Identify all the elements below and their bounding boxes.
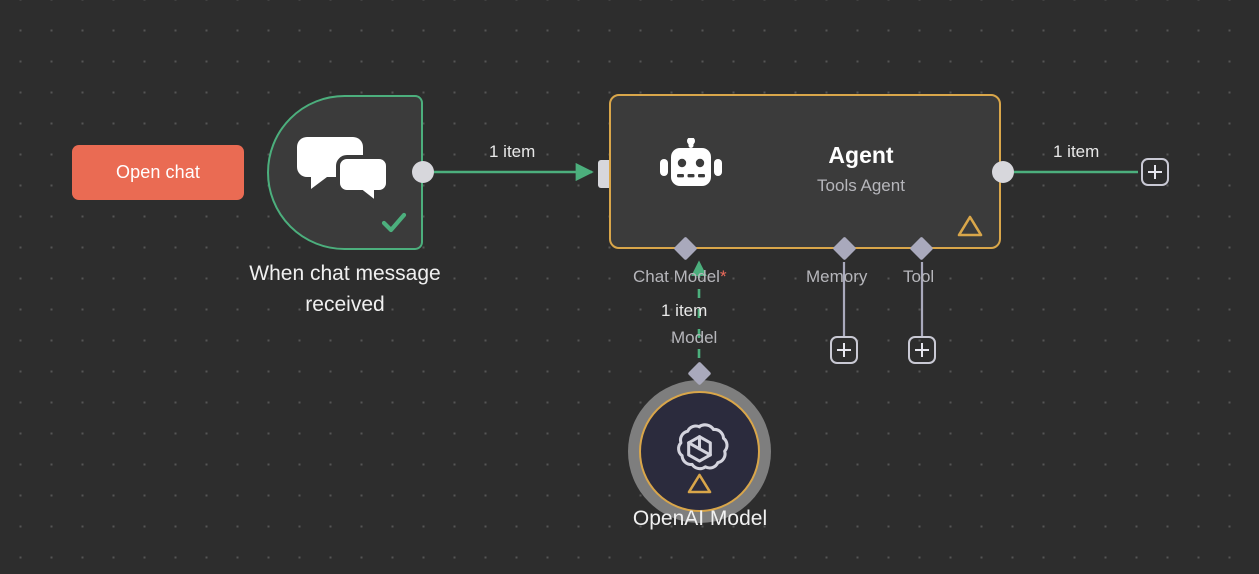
label-memory: Memory — [806, 267, 868, 286]
add-node-button[interactable] — [1141, 158, 1169, 186]
node-openai-model[interactable] — [639, 391, 760, 512]
node-when-chat-message-received[interactable] — [267, 95, 423, 250]
trigger-label-line2: received — [305, 293, 385, 316]
add-tool-button[interactable] — [908, 336, 936, 364]
trigger-label-line1: When chat message — [249, 262, 441, 285]
agent-subtitle: Tools Agent — [817, 176, 905, 195]
warning-triangle-icon — [957, 215, 983, 237]
label-tool: Tool — [903, 267, 935, 286]
wire-label-model-items: 1 item — [661, 301, 708, 320]
chat-bubbles-icon — [297, 137, 389, 203]
wire-label-trigger-to-agent: 1 item — [489, 142, 536, 161]
agent-title: Agent — [828, 142, 894, 168]
required-marker: * — [719, 267, 727, 286]
add-memory-button[interactable] — [830, 336, 858, 364]
wire-label-model-type: Model — [671, 328, 718, 347]
robot-icon — [660, 138, 722, 186]
label-chat-model: Chat Model* — [633, 267, 727, 287]
open-chat-button[interactable]: Open chat — [72, 145, 244, 200]
agent-output-port[interactable] — [992, 161, 1014, 183]
warning-triangle-icon — [687, 473, 712, 494]
wire-label-agent-output: 1 item — [1053, 142, 1100, 161]
check-icon — [381, 212, 407, 233]
chat-model-text: Chat Model — [633, 267, 720, 286]
node-label-openai-model: OpenAI Model — [632, 507, 768, 530]
node-label-trigger: When chat message received — [215, 258, 475, 320]
node-agent[interactable]: Agent Tools Agent — [609, 94, 1001, 249]
openai-logo-icon — [677, 423, 729, 471]
trigger-output-port[interactable] — [412, 161, 434, 183]
